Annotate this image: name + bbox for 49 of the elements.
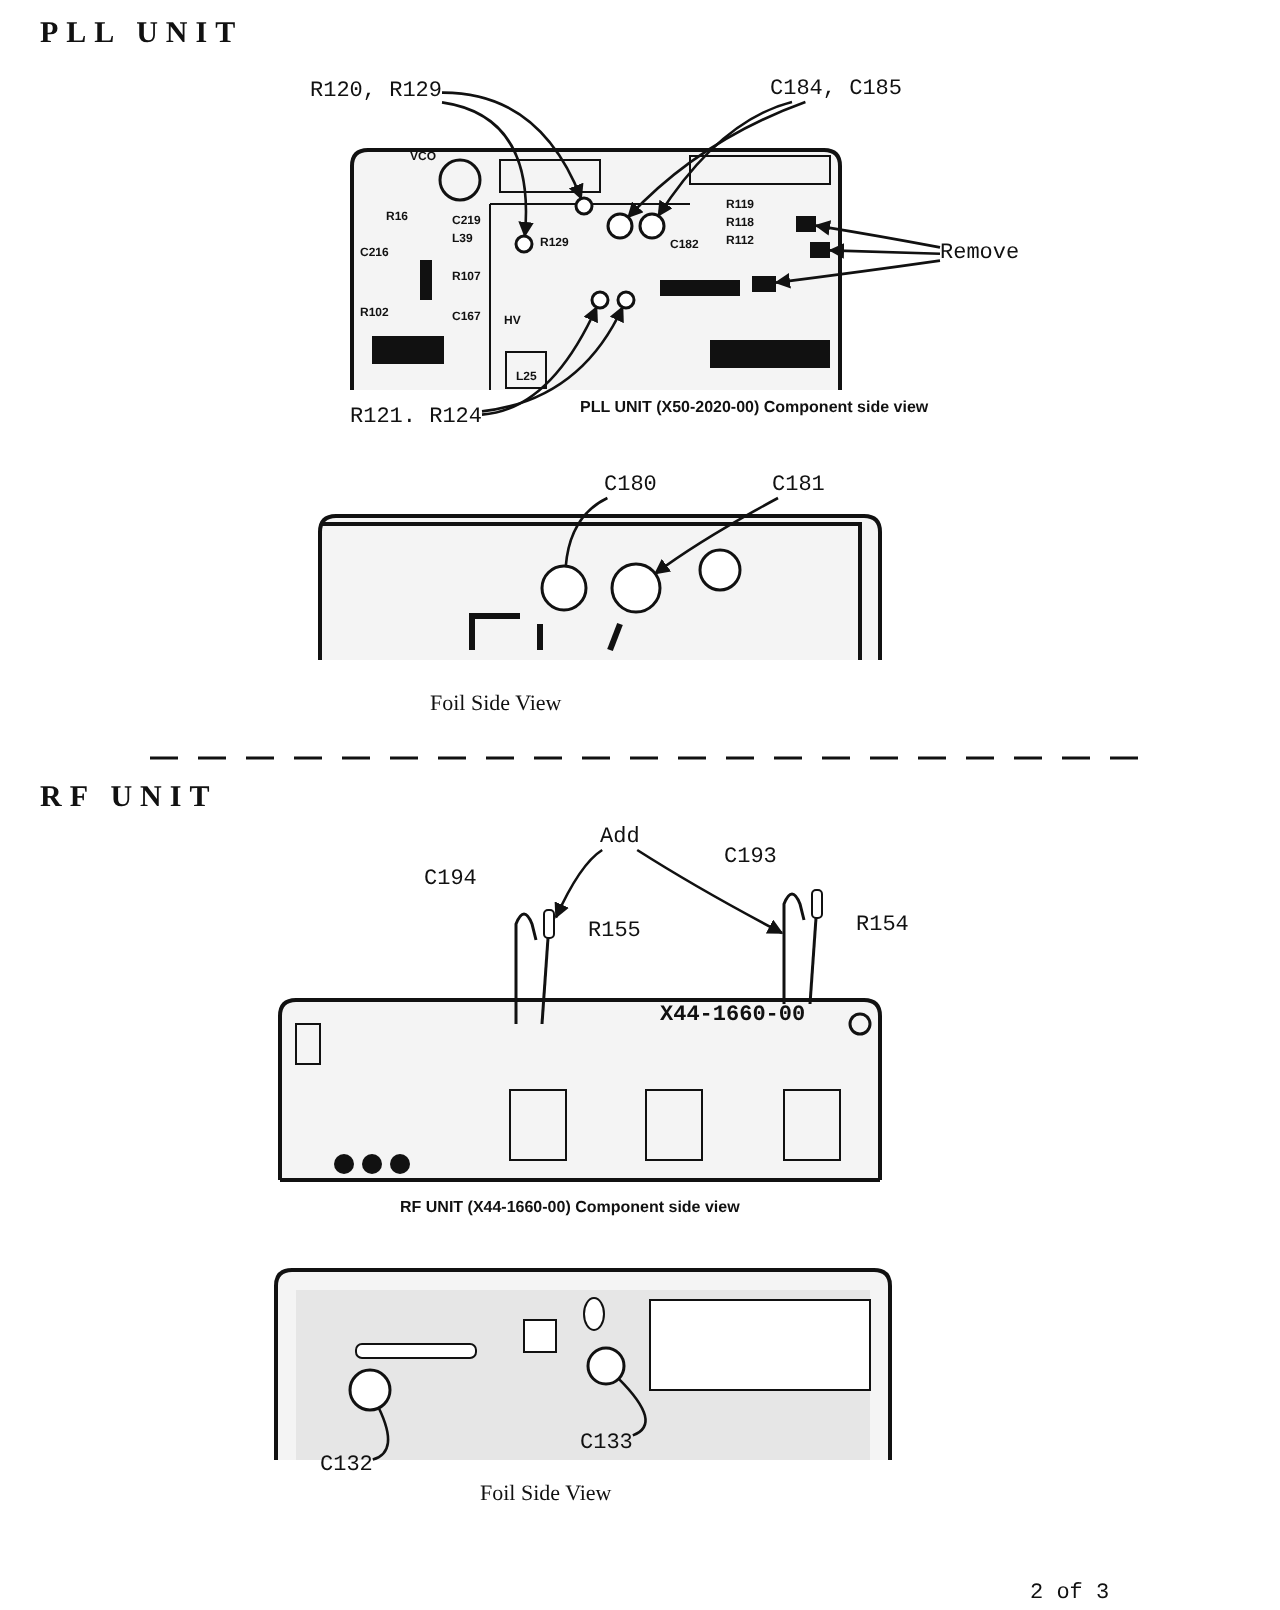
leader-arrow: [627, 100, 806, 219]
view-caption: RF UNIT (X44-1660-00) Component side view: [400, 1200, 740, 1216]
component-pad: [796, 216, 816, 232]
board-number: X44-1660-00: [660, 1006, 806, 1028]
leader-arrow: [774, 259, 941, 289]
callout-label: C180: [604, 476, 657, 498]
view-caption: Foil Side View: [430, 694, 562, 716]
leader-line: [564, 496, 608, 567]
callout-label: Add: [600, 828, 640, 850]
leader-arrow: [828, 243, 941, 259]
leader-arrow: [441, 101, 534, 238]
view-caption: Foil Side View: [480, 1484, 612, 1506]
view-caption: PLL UNIT (X50-2020-00) Component side view: [580, 400, 929, 416]
component-circle: [606, 212, 634, 240]
part-label: C193: [724, 848, 777, 870]
part-label: C194: [424, 870, 477, 892]
leader-arrow: [441, 91, 583, 201]
component-circle: [590, 290, 610, 310]
part-label: R155: [588, 922, 641, 944]
leader-arrow: [814, 220, 941, 249]
callout-label: C184, C185: [770, 80, 903, 102]
callout-label: R120, R129: [310, 82, 443, 104]
callout-label: Remove: [940, 244, 1020, 266]
callout-label: C181: [772, 476, 825, 498]
leader-arrow: [554, 848, 603, 919]
leader-arrow: [657, 100, 793, 218]
callout-label: C132: [320, 1456, 373, 1478]
component-leads-drawing: [514, 909, 555, 1025]
callout-label: C133: [580, 1434, 633, 1456]
component-circle: [616, 290, 636, 310]
component-circle: [348, 1368, 392, 1412]
component-pad: [810, 242, 830, 258]
component-pad: [752, 276, 776, 292]
component-circle: [610, 562, 662, 614]
section-heading: RF UNIT: [40, 784, 218, 814]
component-circle: [514, 234, 534, 254]
leader-arrow: [481, 305, 624, 413]
part-label: 2 of 3: [1030, 1584, 1110, 1606]
leader-arrow: [481, 305, 598, 416]
component-circle: [638, 212, 666, 240]
section-heading: PLL UNIT: [40, 20, 244, 50]
component-circle: [540, 564, 588, 612]
component-leads-drawing: [782, 889, 823, 1005]
component-circle: [574, 196, 594, 216]
component-circle: [586, 1346, 626, 1386]
callout-label: R121. R124: [350, 408, 483, 430]
part-label: R154: [856, 916, 909, 938]
leader-arrow: [636, 848, 784, 935]
leader-arrow: [653, 496, 779, 575]
